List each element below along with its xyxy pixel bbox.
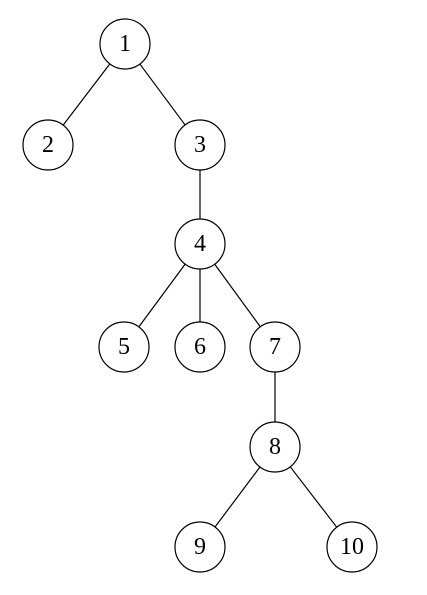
tree-node-8: 8 (249, 421, 301, 473)
edge-4-5 (138, 263, 186, 328)
node-circle-8 (249, 421, 301, 473)
tree-node-3: 3 (174, 119, 226, 171)
tree-node-1: 1 (99, 18, 151, 70)
node-circle-3 (174, 119, 226, 171)
tree-node-10: 10 (326, 521, 378, 573)
node-circle-1 (99, 18, 151, 70)
edge-1-2 (62, 63, 111, 126)
edge-1-3 (139, 63, 186, 126)
tree-node-7: 7 (249, 321, 301, 373)
node-label-4: 4 (194, 231, 206, 257)
edges-layer (62, 63, 338, 528)
node-circle-6 (174, 321, 226, 373)
node-circle-4 (174, 218, 226, 270)
node-label-6: 6 (194, 334, 206, 360)
tree-node-6: 6 (174, 321, 226, 373)
node-circle-9 (174, 521, 226, 573)
node-label-1: 1 (119, 31, 131, 57)
tree-node-4: 4 (174, 218, 226, 270)
tree-node-2: 2 (22, 119, 74, 171)
nodes-layer: 1 2 3 4 5 6 7 8 9 10 (22, 18, 378, 573)
node-label-9: 9 (194, 534, 206, 560)
node-circle-2 (22, 119, 74, 171)
edge-8-10 (289, 466, 338, 528)
edge-8-9 (214, 466, 261, 528)
node-label-2: 2 (42, 132, 54, 158)
node-label-10: 10 (340, 534, 364, 560)
node-circle-5 (98, 321, 150, 373)
node-label-7: 7 (269, 334, 281, 360)
edge-4-7 (214, 263, 261, 328)
node-circle-7 (249, 321, 301, 373)
node-circle-10 (326, 521, 378, 573)
node-label-5: 5 (118, 334, 130, 360)
tree-node-5: 5 (98, 321, 150, 373)
node-label-3: 3 (194, 132, 206, 158)
node-label-8: 8 (269, 434, 281, 460)
tree-node-9: 9 (174, 521, 226, 573)
